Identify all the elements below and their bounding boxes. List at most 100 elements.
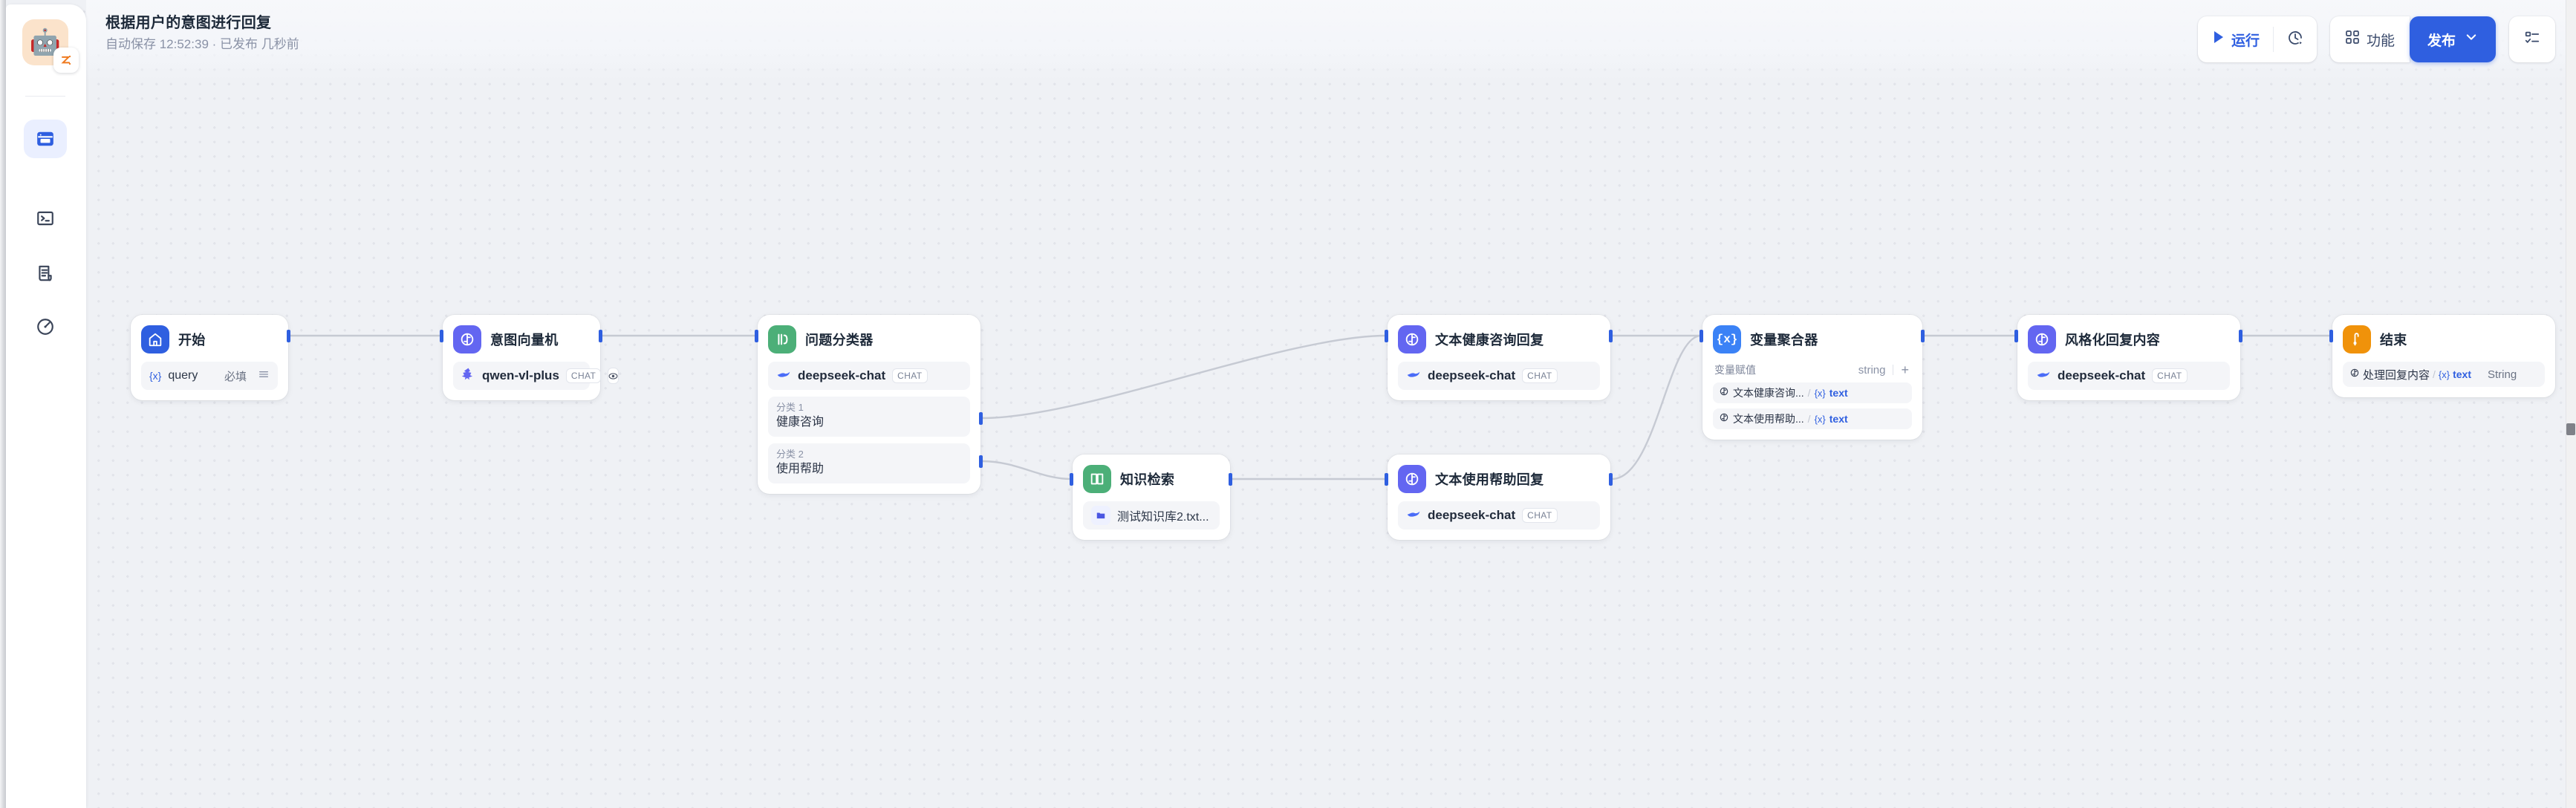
dataset-name: 测试知识库2.txt...	[1117, 511, 1209, 524]
page-title: 根据用户的意图进行回复	[105, 15, 272, 31]
node-style-reply-content[interactable]: 风格化回复内容 deepseek-chat CHAT	[2017, 315, 2240, 400]
health-model-row[interactable]: deepseek-chat CHAT	[1398, 362, 1600, 390]
output-type: String	[2488, 368, 2517, 381]
handle-intent-in[interactable]	[440, 330, 443, 342]
list-icon[interactable]	[258, 368, 270, 384]
sidebar-item-monitoring[interactable]	[24, 307, 67, 346]
run-button[interactable]: 运行	[2198, 16, 2273, 62]
model-type-chip: CHAT	[2152, 368, 2188, 383]
node-start-header: 开始	[141, 325, 278, 354]
node-intent-vectorizer[interactable]: 意图向量机 qwen-vl-plus CHAT	[443, 315, 619, 400]
header-toolbar: 运行	[2197, 16, 2555, 62]
node-health-header: 文本健康咨询回复	[1398, 325, 1600, 354]
classifier-icon	[768, 325, 796, 354]
run-history-button[interactable]	[2274, 16, 2317, 62]
chevron-down-icon[interactable]	[2465, 30, 2478, 48]
handle-style-out[interactable]	[2239, 330, 2242, 342]
add-variable-button[interactable]: +	[1901, 362, 1909, 377]
handle-aggregator-out[interactable]	[1921, 330, 1925, 342]
output-node-name: 处理回复内容	[2363, 368, 2430, 382]
usage-model-row[interactable]: deepseek-chat CHAT	[1398, 501, 1600, 530]
variable-name: query	[168, 369, 198, 382]
handle-usage-in[interactable]	[1385, 473, 1388, 486]
llm-icon-outline	[1719, 412, 1729, 426]
handle-knowledge-in[interactable]	[1070, 473, 1073, 486]
deepseek-whale-icon	[1406, 506, 1421, 525]
sidebar-divider	[25, 96, 65, 97]
assignment-variable: text	[1829, 387, 1848, 399]
clock-history-icon	[2286, 29, 2304, 50]
app-header: 根据用户的意图进行回复 自动保存 12:52:39 · 已发布 几秒前 运行	[86, 0, 2576, 80]
handle-health-in[interactable]	[1385, 330, 1388, 342]
classifier-class-2[interactable]: 分类 2 使用帮助	[768, 443, 970, 483]
run-label: 运行	[2231, 33, 2260, 49]
assignment-token: {x}	[1814, 387, 1826, 399]
handle-health-out[interactable]	[1609, 330, 1613, 342]
sidebar-item-logs[interactable]	[24, 254, 67, 293]
llm-icon-outline	[1719, 386, 1729, 400]
deepseek-whale-icon	[776, 367, 791, 385]
handle-knowledge-out[interactable]	[1229, 473, 1232, 486]
eye-icon	[608, 368, 619, 384]
tongyi-icon	[461, 367, 475, 385]
terminal-icon	[36, 209, 55, 228]
publish-button[interactable]: 发布	[2409, 16, 2496, 62]
node-health-consult-reply[interactable]: 文本健康咨询回复 deepseek-chat CHAT	[1388, 315, 1610, 400]
node-variable-aggregator[interactable]: {x} 变量聚合器 变量赋值 string + 文本健康咨询... / {x} …	[1702, 315, 1922, 440]
features-label: 功能	[2366, 33, 2395, 49]
assignment-node-name: 文本健康咨询...	[1733, 387, 1804, 399]
classifier-class-1[interactable]: 分类 1 健康咨询	[768, 397, 970, 437]
checklist-button[interactable]	[2509, 16, 2555, 62]
handle-start-out[interactable]	[287, 330, 290, 342]
class-1-label: 分类 1	[776, 402, 804, 413]
class-2-value: 使用帮助	[776, 463, 824, 475]
class-1-value: 健康咨询	[776, 416, 824, 429]
handle-classifier-out-1[interactable]	[979, 412, 983, 425]
start-variable-row[interactable]: {x} query 必填	[141, 362, 278, 390]
handle-style-in[interactable]	[2014, 330, 2018, 342]
aggregator-assignment-row[interactable]: 文本使用帮助... / {x} text	[1713, 408, 1912, 429]
output-variable: text	[2453, 368, 2471, 380]
node-end[interactable]: 结束 处理回复内容 / {x} text String	[2332, 315, 2555, 397]
classifier-model-row[interactable]: deepseek-chat CHAT	[768, 362, 970, 390]
model-type-chip: CHAT	[565, 368, 602, 383]
aggregator-assignment-row[interactable]: 文本健康咨询... / {x} text	[1713, 382, 1912, 403]
assignment-node-name: 文本使用帮助...	[1733, 413, 1804, 425]
title-block: 根据用户的意图进行回复 自动保存 12:52:39 · 已发布 几秒前	[105, 13, 299, 53]
node-knowledge-retrieval[interactable]: 知识检索 测试知识库2.txt...	[1073, 454, 1230, 540]
llm-icon	[1398, 465, 1426, 493]
intent-model-row[interactable]: qwen-vl-plus CHAT	[453, 362, 619, 390]
handle-end-in[interactable]	[2329, 330, 2333, 342]
node-usage-help-reply[interactable]: 文本使用帮助回复 deepseek-chat CHAT	[1388, 454, 1610, 540]
vertical-scrollbar[interactable]	[2566, 0, 2576, 808]
scrollbar-thumb[interactable]	[2566, 423, 2575, 435]
node-end-header: 结束	[2343, 325, 2545, 354]
handle-aggregator-in[interactable]	[1700, 330, 1703, 342]
aggregator-section-label: 变量赋值	[1714, 364, 1756, 376]
sidebar-item-workflow-editor[interactable]	[24, 120, 67, 158]
model-type-chip: CHAT	[1522, 368, 1558, 383]
handle-classifier-in[interactable]	[755, 330, 758, 342]
aggregator-type-label: string	[1858, 363, 1886, 377]
run-group: 运行	[2197, 16, 2317, 62]
node-start-title: 开始	[178, 333, 206, 348]
handle-classifier-out-2[interactable]	[979, 455, 983, 468]
book-icon	[1083, 465, 1111, 493]
model-name: deepseek-chat	[798, 368, 886, 382]
node-question-classifier[interactable]: 问题分类器 deepseek-chat CHAT 分类 1 健康咨询 分类 2 …	[758, 315, 980, 494]
node-classifier-header: 问题分类器	[768, 325, 970, 354]
handle-usage-out[interactable]	[1609, 473, 1613, 486]
node-health-title: 文本健康咨询回复	[1435, 333, 1544, 348]
separator: /	[1807, 413, 1811, 425]
variable-x-icon: {x}	[1713, 325, 1741, 354]
aggregator-section: 变量赋值 string +	[1713, 362, 1912, 377]
handle-intent-out[interactable]	[599, 330, 602, 342]
features-button[interactable]: 功能	[2330, 16, 2410, 62]
sidebar-item-terminal[interactable]	[24, 199, 67, 238]
node-start[interactable]: 开始 {x} query 必填	[131, 315, 288, 400]
style-model-row[interactable]: deepseek-chat CHAT	[2028, 362, 2230, 390]
llm-icon	[1398, 325, 1426, 354]
knowledge-dataset-row[interactable]: 测试知识库2.txt...	[1083, 501, 1220, 530]
end-output-row[interactable]: 处理回复内容 / {x} text String	[2343, 362, 2545, 387]
